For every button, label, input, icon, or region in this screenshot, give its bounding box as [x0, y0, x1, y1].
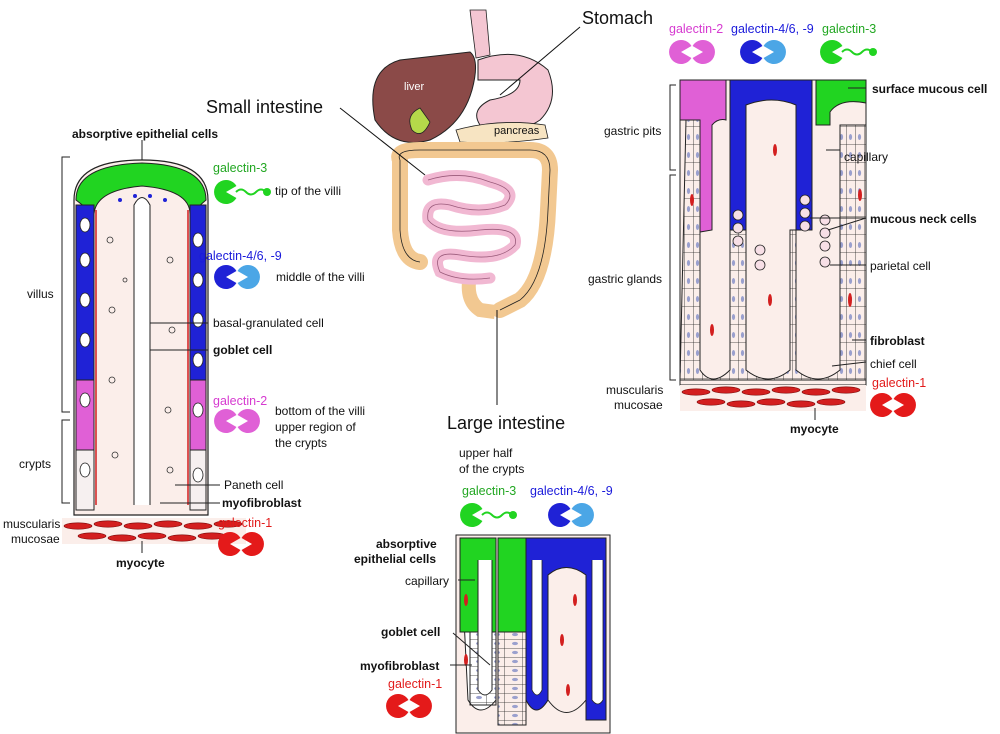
si-galectin2-name: galectin-2	[213, 394, 268, 408]
label-pancreas: pancreas	[494, 125, 540, 137]
st-surface-label: surface mucous cell	[872, 82, 988, 96]
st-galectin3-icon-head	[820, 40, 843, 65]
label-large-intestine: Large intestine	[447, 413, 566, 433]
st-galectin1-name: galectin-1	[872, 376, 927, 390]
li-galectin3-icon-tail	[481, 511, 513, 519]
si-galectin4-desc: middle of the villi	[276, 270, 365, 284]
label-liver: liver	[404, 81, 425, 93]
si-galectin3-icon-tip	[263, 188, 271, 196]
li-galectin4-icon-right	[571, 503, 594, 528]
li-galectin1-icon-right	[409, 694, 432, 719]
st-myocyte-label: myocyte	[790, 422, 839, 436]
si-galectin4-name: galectin-4/6, -9	[199, 249, 282, 263]
si-galectin4-icon-left	[214, 265, 237, 289]
li-absorptive-label-2: epithelial cells	[354, 552, 437, 566]
si-goblet-label: goblet cell	[213, 343, 273, 357]
st-galectin2-icon-right	[692, 40, 715, 64]
st-galectin3-icon-tail	[841, 48, 873, 56]
st-galectin3-icon-tip	[869, 48, 877, 56]
digestive-organs	[372, 9, 559, 319]
si-galectin3-desc: tip of the villi	[275, 184, 342, 198]
si-galectin3-name: galectin-3	[213, 161, 268, 175]
st-galectin2-icon-left	[669, 40, 692, 64]
stomach-tissue	[679, 79, 867, 411]
si-crypts-label: crypts	[19, 457, 52, 471]
li-absorptive-label-1: absorptive	[376, 537, 437, 551]
si-muscularis-label-1: muscularis	[3, 517, 61, 531]
si-villus-label: villus	[27, 287, 54, 301]
si-basal-label: basal-granulated cell	[213, 316, 324, 330]
villus-illustration	[62, 159, 246, 544]
li-galectin4-name: galectin-4/6, -9	[530, 484, 613, 498]
st-galectin3-name: galectin-3	[822, 22, 877, 36]
crypts-illustration	[455, 534, 611, 734]
li-galectin1-name: galectin-1	[388, 677, 443, 691]
st-chief-label: chief cell	[870, 357, 917, 371]
li-upper-label-1: upper half	[459, 446, 513, 460]
st-gastric-glands-label: gastric glands	[588, 272, 663, 286]
si-galectin2-desc-1: bottom of the villi	[275, 404, 366, 418]
si-paneth-label: Paneth cell	[224, 478, 284, 492]
si-galectin4-icon-right	[237, 265, 260, 289]
si-myocyte-label: myocyte	[116, 556, 165, 570]
si-galectin1-name: galectin-1	[218, 516, 273, 530]
si-galectin1-icon-right	[241, 532, 264, 557]
st-galectin2-name: galectin-2	[669, 22, 724, 36]
si-galectin2-icon-right	[237, 409, 260, 433]
si-absorptive-label: absorptive epithelial cells	[72, 127, 219, 141]
organ-pointers	[339, 26, 581, 405]
si-galectin1-icon-left	[218, 532, 241, 557]
si-myofibroblast-label: myofibroblast	[222, 496, 302, 510]
li-myofibroblast-label: myofibroblast	[360, 659, 440, 673]
si-galectin2-icon-left	[214, 409, 237, 433]
li-upper-label-2: of the crypts	[459, 462, 525, 476]
label-small-intestine: Small intestine	[206, 97, 324, 117]
li-galectin3-icon-tip	[509, 511, 517, 519]
li-galectin4-icon-left	[548, 502, 571, 527]
li-goblet-label: goblet cell	[381, 625, 441, 639]
si-galectin3-icon-head	[214, 180, 237, 204]
st-galectin1-icon-left	[870, 393, 893, 417]
galectin-icons	[214, 40, 916, 719]
li-galectin1-icon-left	[386, 694, 409, 719]
st-muscularis-label-2: mucosae	[614, 398, 663, 412]
stomach-brackets	[669, 84, 867, 420]
st-galectin4-name: galectin-4/6, -9	[731, 22, 814, 36]
st-fibroblast-label: fibroblast	[870, 334, 925, 348]
si-galectin2-desc-2: upper region of	[275, 420, 356, 434]
st-gastric-pits-label: gastric pits	[604, 124, 662, 138]
st-capillary-label: capillary	[844, 150, 889, 164]
st-galectin4-icon-left	[740, 40, 763, 64]
label-stomach: Stomach	[582, 8, 654, 28]
st-muscularis-label-1: muscularis	[606, 383, 664, 397]
st-galectin1-icon-right	[893, 393, 916, 417]
li-capillary-label: capillary	[405, 574, 450, 588]
st-parietal-label: parietal cell	[870, 259, 931, 273]
si-muscularis-label-2: mucosae	[11, 532, 60, 546]
si-galectin2-desc-3: the crypts	[275, 436, 328, 450]
crypts-leaders	[450, 579, 491, 666]
si-galectin3-icon-tail	[235, 188, 267, 196]
st-mucous-neck-label: mucous neck cells	[870, 212, 977, 226]
li-galectin3-name: galectin-3	[462, 484, 517, 498]
villus-brackets	[61, 140, 220, 553]
st-galectin4-icon-right	[763, 40, 786, 64]
li-galectin3-icon-head	[460, 502, 483, 527]
